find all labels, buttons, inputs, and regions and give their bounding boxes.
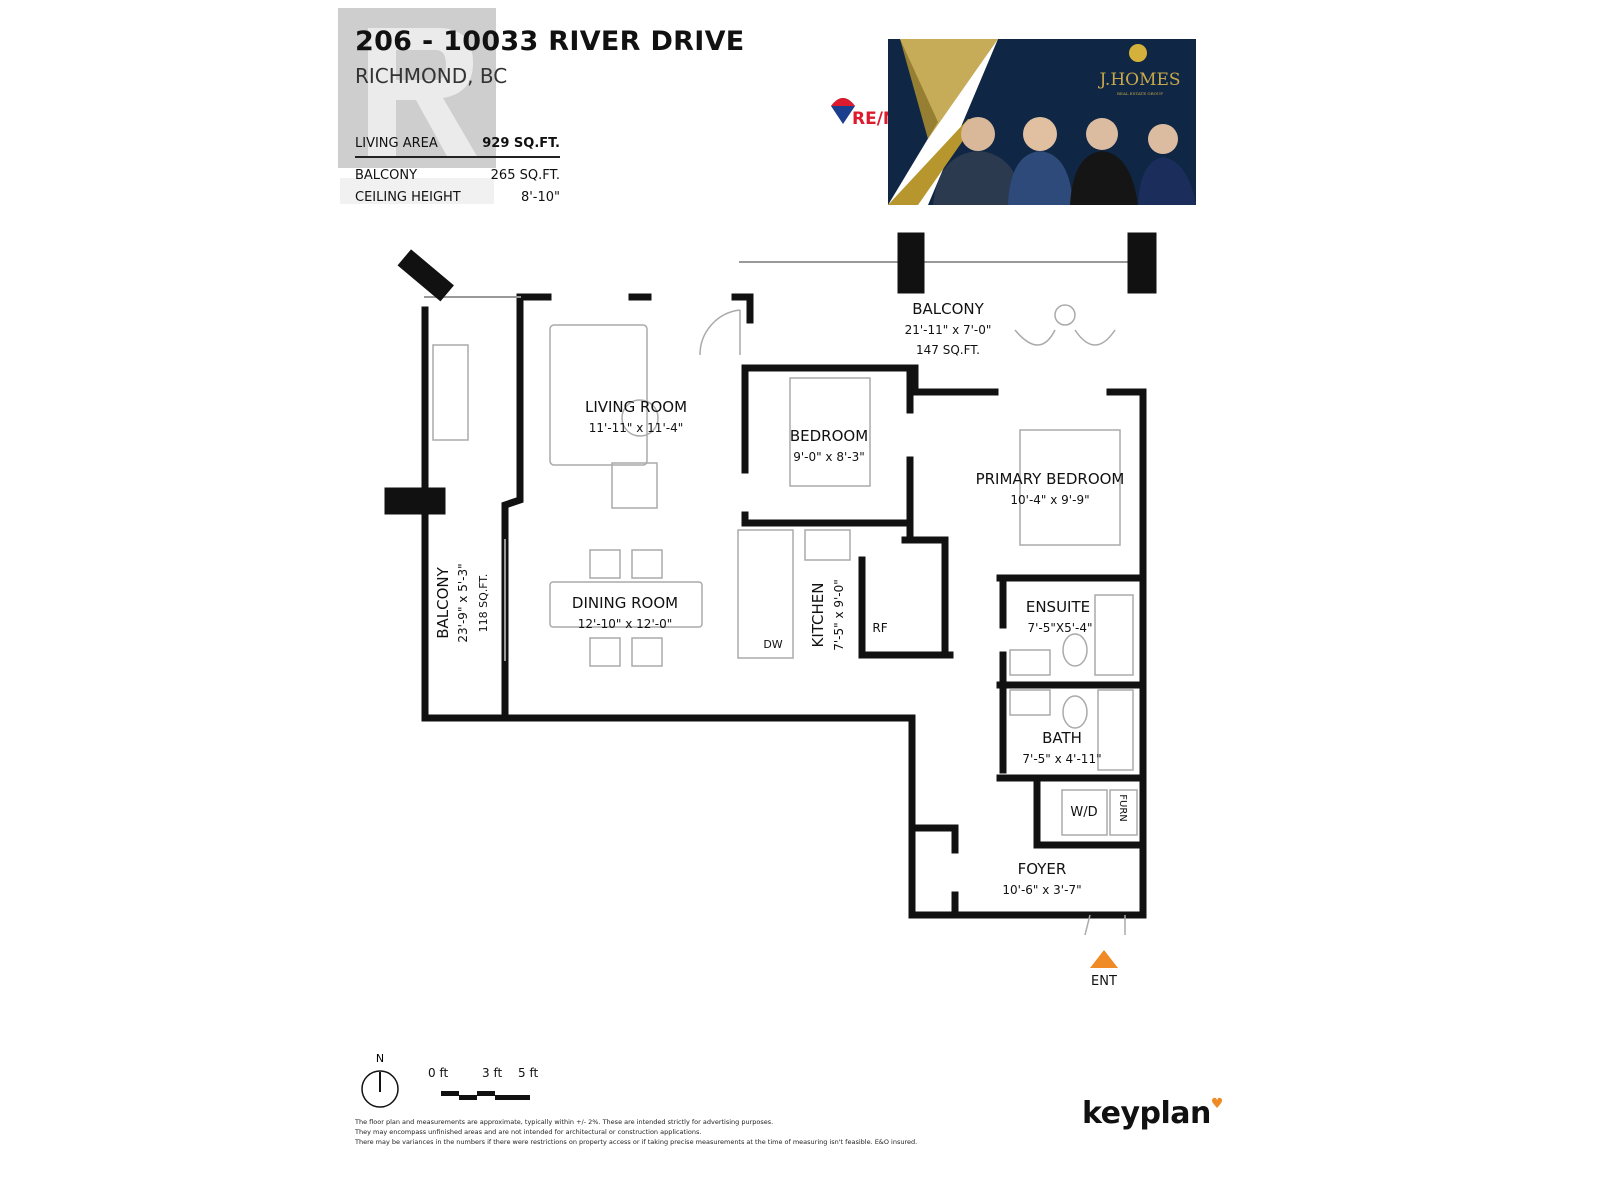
jhomes-logo-icon — [1129, 44, 1147, 62]
agent-photos — [933, 117, 1196, 205]
jhomes-brand: J.HOMES — [1097, 70, 1180, 90]
entrance-label: ENT — [1091, 974, 1117, 989]
stat-living-area: LIVING AREA 929 SQ.FT. — [355, 130, 560, 158]
balcony-side-area: 118 SQ.FT. — [477, 574, 490, 633]
keyplan-logo: keyplan♥ — [1082, 1096, 1223, 1131]
realtor-watermark-logo — [338, 8, 496, 204]
dishwasher-label: DW — [763, 638, 782, 651]
disclaimer-line: There may be variances in the numbers if… — [355, 1138, 918, 1146]
keyplan-heart-icon: ♥ — [1210, 1096, 1224, 1112]
dining-room-dims: 12'-10" x 12'-0" — [578, 617, 672, 631]
keyplan-text: keyplan — [1082, 1096, 1211, 1131]
stat-value: 265 SQ.FT. — [490, 167, 560, 183]
stat-label: BALCONY — [355, 167, 418, 183]
furnace-label: FURN — [1117, 794, 1128, 822]
disclaimer: The floor plan and measurements are appr… — [355, 1117, 917, 1147]
living-room-dims: 11'-11" x 11'-4" — [589, 421, 683, 435]
stat-label: CEILING HEIGHT — [355, 189, 461, 205]
scale-label-0: 0 ft — [428, 1066, 449, 1080]
kitchen-dims: 7'-5" x 9'-0" — [832, 579, 846, 651]
entrance-arrow-icon — [1090, 950, 1118, 968]
area-stats: LIVING AREA 929 SQ.FT. BALCONY 265 SQ.FT… — [355, 130, 560, 208]
kitchen-name: KITCHEN — [809, 583, 827, 648]
balcony-top-dims: 21'-11" x 7'-0" — [905, 323, 992, 337]
primary-bedroom-name: PRIMARY BEDROOM — [976, 470, 1125, 488]
balcony-top-area: 147 SQ.FT. — [916, 343, 980, 357]
disclaimer-line: The floor plan and measurements are appr… — [355, 1118, 774, 1126]
property-city: RICHMOND, BC — [355, 64, 508, 88]
walls — [384, 232, 1157, 919]
balcony-side-dims: 23'-9" x 5'-3" — [456, 563, 470, 642]
stat-ceiling-height: CEILING HEIGHT 8'-10" — [355, 186, 560, 208]
scale-labels: 0 ft 3 ft 5 ft — [428, 1066, 538, 1080]
room-labels: BALCONY 21'-11" x 7'-0" 147 SQ.FT. LIVIN… — [434, 300, 1128, 897]
ensuite-name: ENSUITE — [1026, 598, 1090, 616]
scale-label-3: 3 ft — [482, 1066, 503, 1080]
stat-value: 8'-10" — [520, 189, 560, 205]
scale-bar — [441, 1091, 530, 1100]
bedroom-dims: 9'-0" x 8'-3" — [793, 450, 865, 464]
furniture — [432, 304, 1138, 936]
jhomes-brand-sub: REAL ESTATE GROUP — [1117, 91, 1163, 96]
disclaimer-line: They may encompass unfinished areas and … — [355, 1128, 702, 1136]
ensuite-dims: 7'-5"X5'-4" — [1027, 621, 1092, 635]
stat-value: 929 SQ.FT. — [482, 135, 560, 151]
balcony-side-name: BALCONY — [434, 566, 452, 638]
foyer-dims: 10'-6" x 3'-7" — [1002, 883, 1081, 897]
property-address: 206 - 10033 RIVER DRIVE — [355, 26, 745, 57]
balcony-top-name: BALCONY — [912, 300, 984, 318]
bedroom-name: BEDROOM — [790, 427, 868, 445]
fridge-label: RF — [872, 621, 887, 635]
living-room-name: LIVING ROOM — [585, 398, 687, 416]
bath-name: BATH — [1042, 729, 1082, 747]
north-label: N — [376, 1052, 384, 1065]
agent-banner: J.HOMES REAL ESTATE GROUP — [888, 39, 1196, 205]
dining-room-name: DINING ROOM — [572, 594, 678, 612]
scale-label-5: 5 ft — [518, 1066, 539, 1080]
washer-dryer-label: W/D — [1070, 805, 1097, 820]
foyer-name: FOYER — [1018, 860, 1067, 878]
north-compass-icon: N — [361, 1052, 399, 1108]
bath-dims: 7'-5" x 4'-11" — [1022, 752, 1101, 766]
stat-label: LIVING AREA — [355, 135, 438, 151]
primary-bedroom-dims: 10'-4" x 9'-9" — [1010, 493, 1089, 507]
stat-balcony: BALCONY 265 SQ.FT. — [355, 164, 560, 186]
